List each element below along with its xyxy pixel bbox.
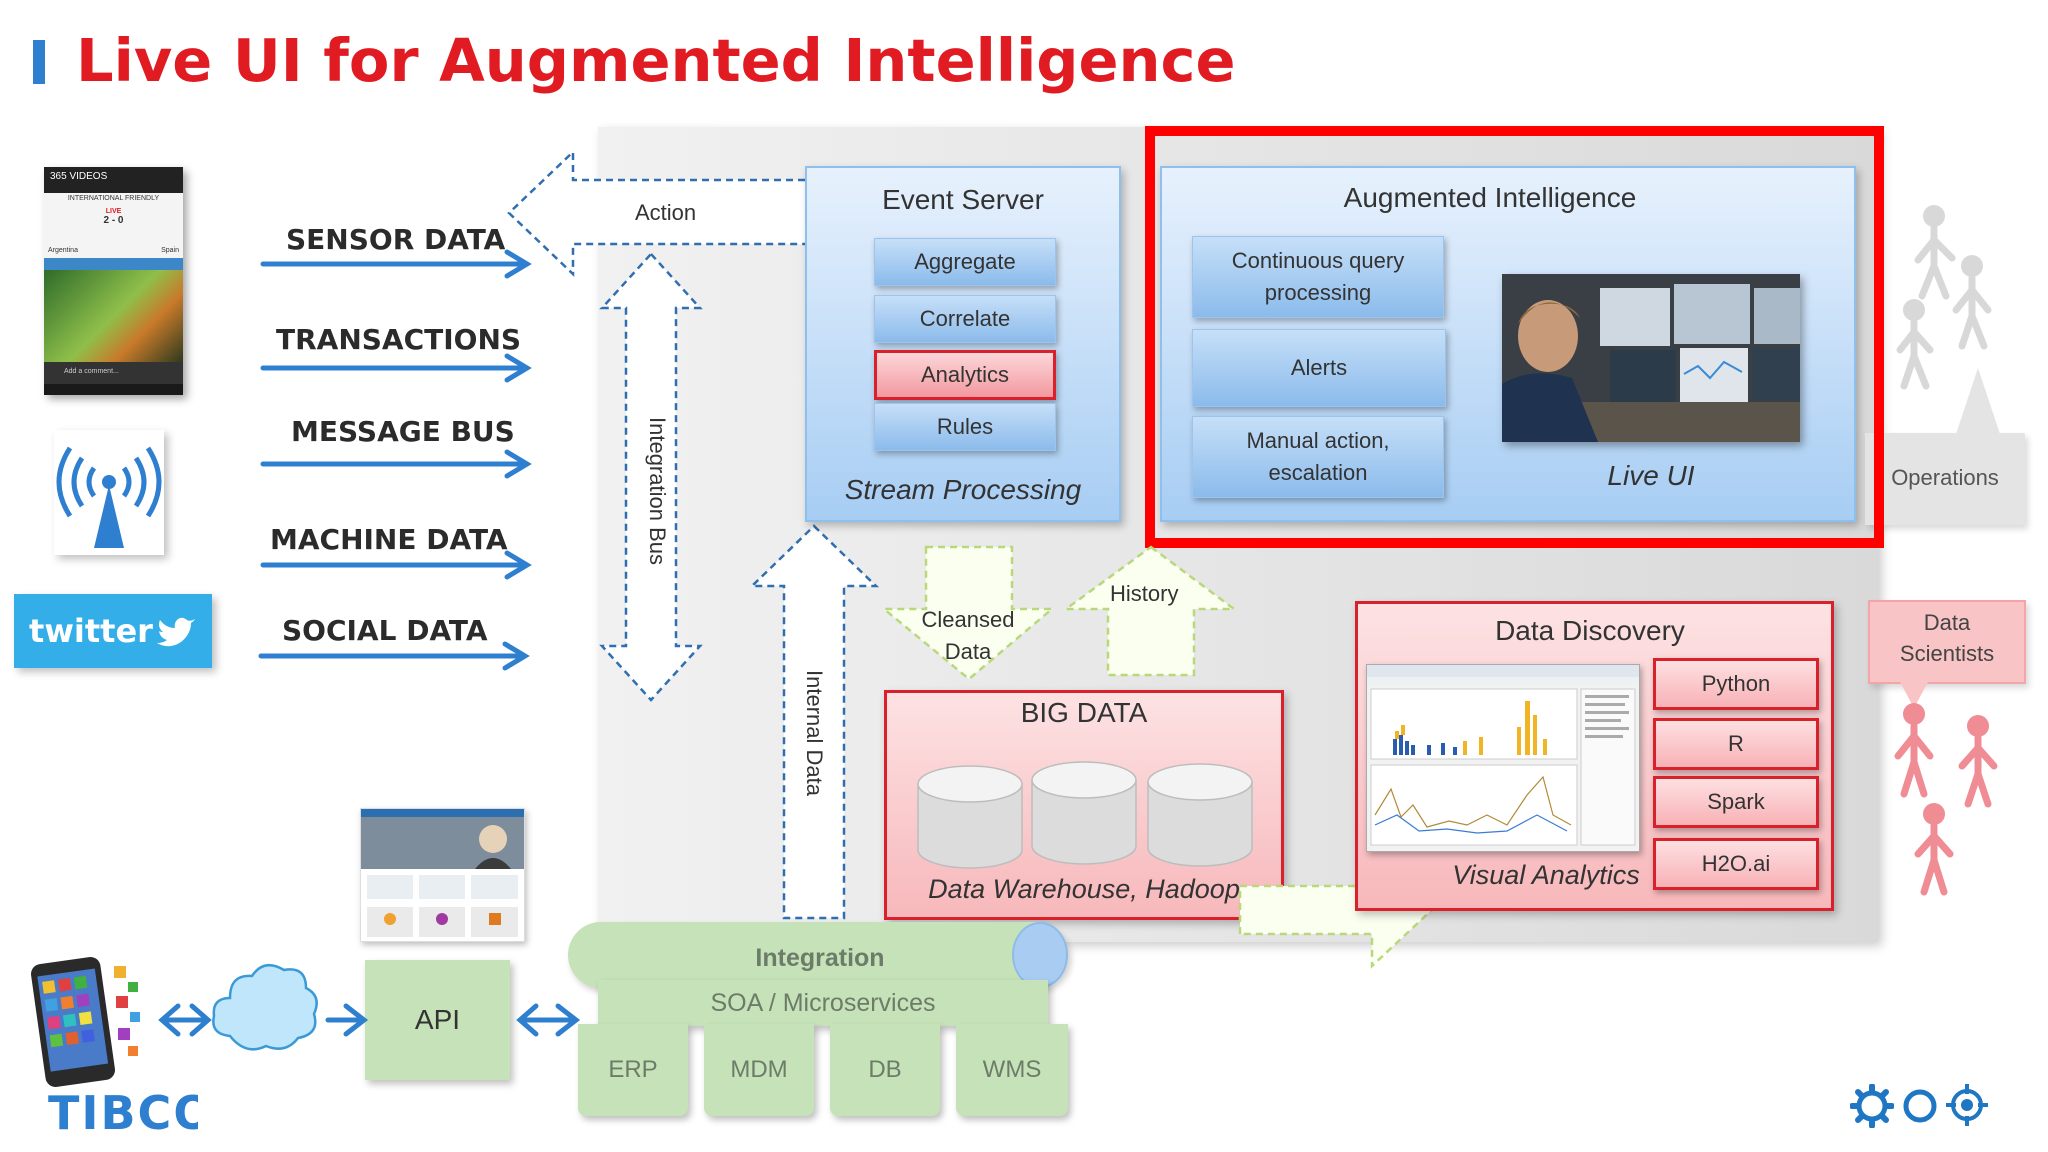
team-left: Argentina [48,247,78,254]
live-badge: LIVE [105,208,122,215]
system-wms[interactable]: WMS [956,1024,1068,1116]
team-right: Spain [161,247,179,254]
history-arrow [1062,545,1238,677]
aug-item-manual-action[interactable]: Manual action, escalation [1192,416,1444,498]
twitter-bird-icon [156,617,195,647]
operations-callout-pointer [1956,368,2000,434]
antenna-icon [54,430,164,555]
circle-icon [1903,1089,1937,1123]
twitter-logo: twitter [14,594,212,668]
event-item-aggregate[interactable]: Aggregate [874,238,1056,286]
integration-bus-arrow [599,252,703,702]
source-arrows [258,249,532,671]
cleansed-data-arrow [880,545,1056,681]
tool-r[interactable]: R [1653,718,1819,770]
tool-python[interactable]: Python [1653,658,1819,710]
smartphone-apps-icon [31,957,140,1087]
match-headline: INTERNATIONAL FRIENDLY [67,195,160,202]
integration-title: Integration [755,944,885,972]
mobile-app-screenshot: 365 VIDEOS INTERNATIONAL FRIENDLY LIVE 2… [44,167,183,395]
operations-label: Operations [1891,465,1999,490]
highlight-frame [1145,126,1884,548]
operations-callout [1865,433,2025,525]
target-icon [1946,1084,1988,1126]
cloud-icon [212,963,318,1051]
mobile-cloud-api-arrows [158,1003,581,1037]
visual-analytics-label: Visual Analytics [1452,860,1640,890]
integration-bus-label: Integration Bus [645,417,670,565]
app-name: 365 VIDEOS [50,171,108,182]
event-item-analytics[interactable]: Analytics [874,350,1056,400]
live-ui-label: Live UI [1607,460,1695,491]
visual-analytics-screenshot [1366,664,1640,852]
event-item-correlate[interactable]: Correlate [874,295,1056,343]
aug-item-alerts[interactable]: Alerts [1192,329,1446,407]
tibco-wordmark: TIBCO [48,1088,198,1134]
history-label: History [1110,581,1179,606]
operations-people [1890,200,2010,395]
data-scientists-label: Data Scientists [1899,610,1995,666]
tool-h2o-ai[interactable]: H2O.ai [1653,838,1819,890]
big-data-title: BIG DATA [1020,697,1148,728]
database-icons [917,761,1253,869]
source-sensor-data: SENSOR DATA [286,223,506,256]
data-discovery-title: Data Discovery [1495,615,1685,646]
soccer-photo [44,270,183,362]
live-ui-photo [1502,274,1800,442]
action-arrow [507,149,805,277]
data-scientists-people [1884,700,2004,905]
tibco-logo: TIBCO [48,1088,198,1134]
event-server-title: Event Server [882,184,1044,215]
event-server-box [805,166,1121,522]
internal-data-arrow [748,524,880,920]
augmented-intelligence-title: Augmented Intelligence [1343,182,1637,213]
source-transactions: TRANSACTIONS [276,323,522,356]
api-portal-screenshot [360,808,525,942]
internal-data-label: Internal Data [802,670,827,796]
twitter-wordmark: twitter [29,612,153,650]
api-box[interactable]: API [365,960,510,1080]
system-db[interactable]: DB [830,1024,940,1116]
tool-spark[interactable]: Spark [1653,776,1819,828]
action-label: Action [635,200,697,225]
gear-icon [1850,1084,1894,1128]
integration-cylinder [568,922,1068,988]
data-warehouse-label: Data Warehouse, Hadoop [928,874,1240,904]
source-message-bus: MESSAGE BUS [291,415,515,448]
event-item-rules[interactable]: Rules [874,403,1056,451]
soa-microservices-bar: SOA / Microservices [598,980,1048,1026]
source-social-data: SOCIAL DATA [282,614,488,647]
stream-processing-label: Stream Processing [844,474,1082,505]
aug-item-continuous-query[interactable]: Continuous query processing [1192,236,1444,318]
system-erp[interactable]: ERP [578,1024,688,1116]
source-machine-data: MACHINE DATA [270,523,508,556]
cleansed-data-label: Cleansed Data [921,607,1015,664]
title-accent-bar [33,40,45,84]
system-mdm[interactable]: MDM [704,1024,814,1116]
match-score: 2 - 0 [103,215,124,226]
page-title: Live UI for Augmented Intelligence [76,26,1236,95]
comment-field: Add a comment... [44,362,183,384]
data-scientists-callout [1868,600,2026,684]
